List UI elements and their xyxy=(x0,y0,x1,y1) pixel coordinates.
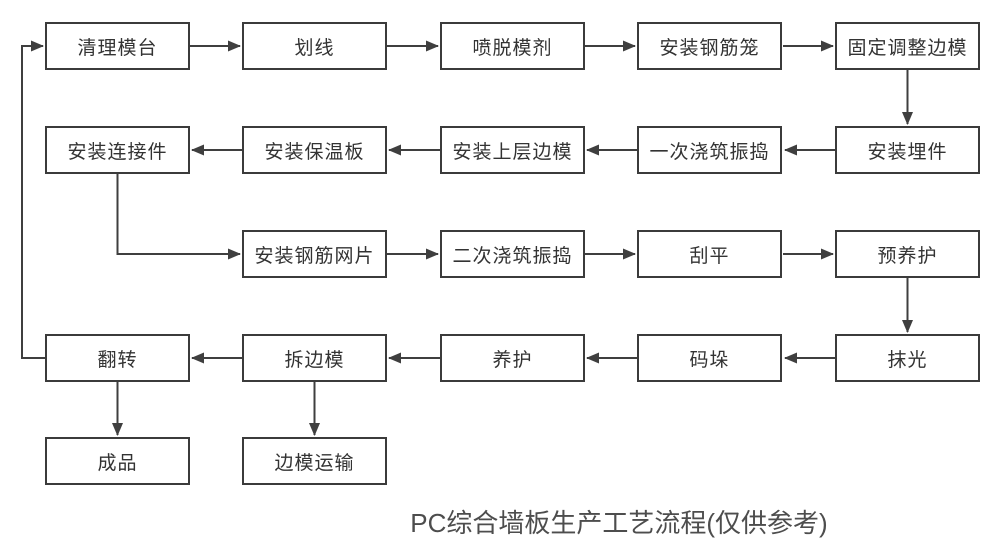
node-pre-curing: 预养护 xyxy=(835,230,980,278)
node-trowel-polish: 抹光 xyxy=(835,334,980,382)
node-install-embedded-parts: 安装埋件 xyxy=(835,126,980,174)
node-finished-product: 成品 xyxy=(45,437,190,485)
node-second-pour-vibrate: 二次浇筑振捣 xyxy=(440,230,585,278)
node-remove-side-mold: 拆边模 xyxy=(242,334,387,382)
node-clean-mold-platform: 清理模台 xyxy=(45,22,190,70)
diagram-title: PC综合墙板生产工艺流程(仅供参考) xyxy=(410,508,828,538)
node-install-connectors: 安装连接件 xyxy=(45,126,190,174)
edge-connectors-to-rebar-mesh xyxy=(116,174,241,260)
node-spray-release-agent: 喷脱模剂 xyxy=(440,22,585,70)
node-install-rebar-cage: 安装钢筋笼 xyxy=(637,22,782,70)
node-install-upper-side-mold: 安装上层边模 xyxy=(440,126,585,174)
node-install-rebar-mesh: 安装钢筋网片 xyxy=(242,230,387,278)
node-stacking: 码垛 xyxy=(637,334,782,382)
node-curing: 养护 xyxy=(440,334,585,382)
node-first-pour-vibrate: 一次浇筑振捣 xyxy=(637,126,782,174)
node-screed-flat: 刮平 xyxy=(637,230,782,278)
node-fix-adjust-side-mold: 固定调整边模 xyxy=(835,22,980,70)
node-marking: 划线 xyxy=(242,22,387,70)
node-flip: 翻转 xyxy=(45,334,190,382)
edge-flip-back-to-clean xyxy=(21,40,45,359)
node-install-insulation-board: 安装保温板 xyxy=(242,126,387,174)
node-side-mold-transport: 边模运输 xyxy=(242,437,387,485)
